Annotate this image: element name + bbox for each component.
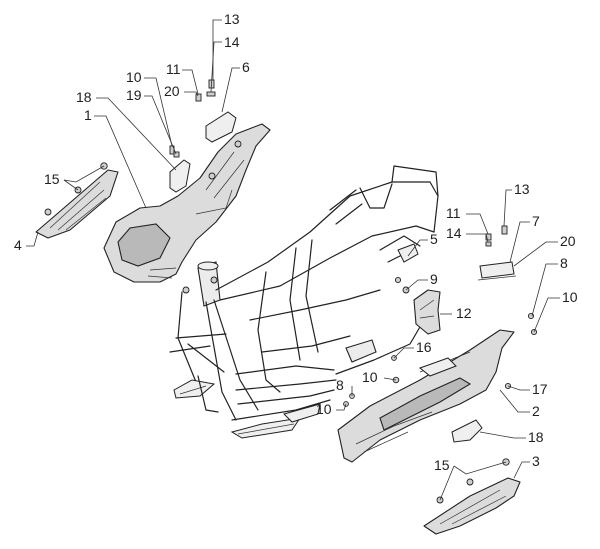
part-18-right-trim-piece	[451, 419, 483, 443]
part-20-right-cover	[477, 261, 517, 281]
callout-13-upper: 13	[224, 11, 240, 27]
callout-18-right: 18	[528, 429, 544, 445]
callout-1: 1	[84, 107, 92, 123]
part-5-bracket	[397, 243, 419, 263]
callout-5: 5	[430, 231, 438, 247]
part-18-upper-trim-piece	[169, 159, 191, 193]
part-12-side-cover	[413, 289, 441, 335]
callout-2: 2	[532, 403, 540, 419]
callout-16: 16	[416, 339, 432, 355]
callout-10-center: 10	[362, 369, 378, 385]
callout-20-upper: 20	[164, 83, 180, 99]
callout-20-right: 20	[560, 233, 576, 249]
callout-9: 9	[430, 271, 438, 287]
callout-8-center: 8	[336, 377, 344, 393]
callout-4: 4	[14, 237, 22, 253]
frame-chassis	[169, 165, 439, 439]
callout-8-right: 8	[560, 255, 568, 271]
callout-14-upper: 14	[224, 34, 240, 50]
callout-15-right: 15	[434, 457, 450, 473]
callout-7: 7	[532, 213, 540, 229]
leader-lines	[26, 19, 560, 501]
callout-10-upper: 10	[126, 69, 142, 85]
callout-11-upper: 11	[166, 61, 181, 77]
callout-17: 17	[532, 381, 548, 397]
callout-10-lower: 10	[316, 401, 332, 417]
part-1-leg-shield	[103, 123, 271, 283]
callout-6: 6	[242, 59, 250, 75]
callout-18-upper: 18	[76, 89, 92, 105]
part-6-upper-cover	[205, 111, 237, 143]
callout-3: 3	[532, 453, 540, 469]
callout-10-right: 10	[562, 289, 578, 305]
callout-19: 19	[126, 87, 142, 103]
callout-15-left: 15	[44, 171, 60, 187]
part-3-right-footrest-trim	[423, 458, 521, 535]
callout-11-right: 11	[446, 205, 461, 221]
callout-13-right: 13	[514, 181, 530, 197]
part-2-floor-panel	[337, 329, 515, 463]
callout-14-right: 14	[446, 225, 462, 241]
callout-labels: 13 14 6 11 20 10 19 18 1 15 4 13 11 7 5 …	[14, 11, 578, 473]
callout-12: 12	[456, 305, 472, 321]
